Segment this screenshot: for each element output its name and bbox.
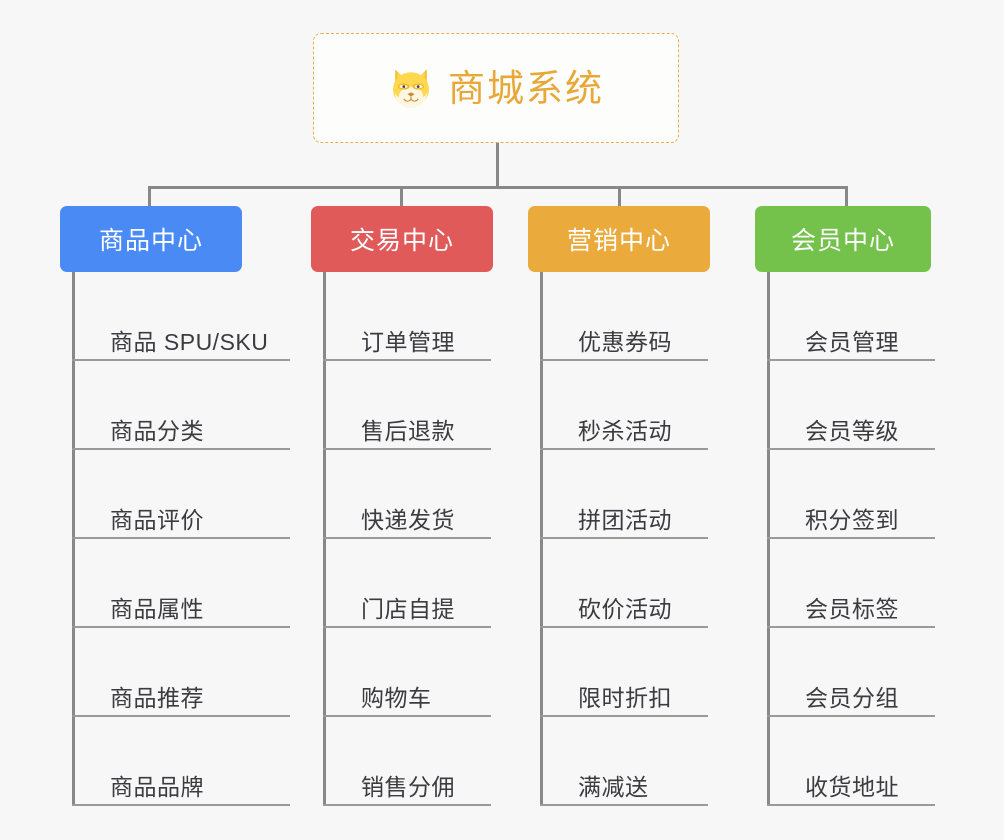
category-header-2[interactable]: 交易中心 xyxy=(311,206,493,272)
leaf-item[interactable]: 销售分佣 xyxy=(323,717,491,806)
category-column-3: 优惠券码秒杀活动拼团活动砍价活动限时折扣满减送 xyxy=(540,272,708,806)
leaf-item-label: 商品分类 xyxy=(110,418,204,444)
leaf-item[interactable]: 会员管理 xyxy=(767,272,935,361)
leaf-item-label: 会员分组 xyxy=(805,685,899,711)
leaf-item[interactable]: 购物车 xyxy=(323,628,491,717)
leaf-item[interactable]: 订单管理 xyxy=(323,272,491,361)
leaf-item[interactable]: 秒杀活动 xyxy=(540,361,708,450)
leaf-item[interactable]: 售后退款 xyxy=(323,361,491,450)
leaf-item-label: 商品评价 xyxy=(110,507,204,533)
leaf-item[interactable]: 优惠券码 xyxy=(540,272,708,361)
leaf-item[interactable]: 商品推荐 xyxy=(72,628,290,717)
leaf-item-label: 订单管理 xyxy=(361,329,455,355)
category-header-1[interactable]: 商品中心 xyxy=(60,206,242,272)
leaf-item[interactable]: 商品品牌 xyxy=(72,717,290,806)
category-header-label: 会员中心 xyxy=(790,227,895,255)
category-header-label: 商品中心 xyxy=(98,227,203,255)
leaf-item[interactable]: 会员分组 xyxy=(767,628,935,717)
leaf-item-label: 门店自提 xyxy=(361,596,455,622)
connector-drop-1 xyxy=(148,186,151,207)
leaf-item-label: 购物车 xyxy=(361,685,432,711)
leaf-item-label: 拼团活动 xyxy=(578,507,672,533)
category-column-4: 会员管理会员等级积分签到会员标签会员分组收货地址 xyxy=(767,272,935,806)
leaf-item-label: 销售分佣 xyxy=(361,774,455,800)
leaf-item[interactable]: 会员等级 xyxy=(767,361,935,450)
leaf-item-label: 满减送 xyxy=(578,774,649,800)
category-column-2: 订单管理售后退款快递发货门店自提购物车销售分佣 xyxy=(323,272,491,806)
leaf-item-label: 积分签到 xyxy=(805,507,899,533)
leaf-item[interactable]: 积分签到 xyxy=(767,450,935,539)
leaf-item[interactable]: 商品分类 xyxy=(72,361,290,450)
leaf-item-label: 收货地址 xyxy=(805,774,899,800)
connector-root-vertical xyxy=(496,143,499,188)
connector-horizontal-bus xyxy=(148,186,848,189)
shiba-dog-icon xyxy=(393,69,429,109)
category-header-4[interactable]: 会员中心 xyxy=(755,206,931,272)
leaf-item[interactable]: 收货地址 xyxy=(767,717,935,806)
leaf-item[interactable]: 商品属性 xyxy=(72,539,290,628)
leaf-item[interactable]: 拼团活动 xyxy=(540,450,708,539)
leaf-item[interactable]: 砍价活动 xyxy=(540,539,708,628)
leaf-item-label: 砍价活动 xyxy=(578,596,672,622)
leaf-item-label: 快递发货 xyxy=(361,507,455,533)
connector-drop-3 xyxy=(618,186,621,207)
leaf-item[interactable]: 快递发货 xyxy=(323,450,491,539)
category-header-label: 交易中心 xyxy=(349,227,454,255)
leaf-item-label: 商品属性 xyxy=(110,596,204,622)
leaf-item-label: 会员标签 xyxy=(805,596,899,622)
column-spine xyxy=(767,272,770,806)
connector-drop-4 xyxy=(845,186,848,207)
leaf-item[interactable]: 满减送 xyxy=(540,717,708,806)
column-spine xyxy=(323,272,326,806)
leaf-item[interactable]: 商品 SPU/SKU xyxy=(72,272,290,361)
leaf-item[interactable]: 商品评价 xyxy=(72,450,290,539)
leaf-item-label: 会员管理 xyxy=(805,329,899,355)
leaf-item-label: 优惠券码 xyxy=(578,329,672,355)
leaf-item[interactable]: 限时折扣 xyxy=(540,628,708,717)
leaf-item-label: 商品 SPU/SKU xyxy=(110,329,269,355)
connector-drop-2 xyxy=(400,186,403,207)
leaf-item[interactable]: 会员标签 xyxy=(767,539,935,628)
leaf-item-label: 秒杀活动 xyxy=(578,418,672,444)
column-spine xyxy=(540,272,543,806)
leaf-item-label: 商品推荐 xyxy=(110,685,204,711)
category-header-3[interactable]: 营销中心 xyxy=(528,206,710,272)
leaf-item-label: 限时折扣 xyxy=(578,685,672,711)
leaf-item-label: 售后退款 xyxy=(361,418,455,444)
leaf-item[interactable]: 门店自提 xyxy=(323,539,491,628)
root-title: 商城系统 xyxy=(448,67,604,109)
category-column-1: 商品 SPU/SKU 商品分类商品评价商品属性商品推荐商品品牌 xyxy=(72,272,290,806)
leaf-item-label: 会员等级 xyxy=(805,418,899,444)
root-node[interactable]: 商城系统 xyxy=(313,33,679,143)
leaf-item-label: 商品品牌 xyxy=(110,774,204,800)
category-header-label: 营销中心 xyxy=(566,227,671,255)
column-spine xyxy=(72,272,75,806)
